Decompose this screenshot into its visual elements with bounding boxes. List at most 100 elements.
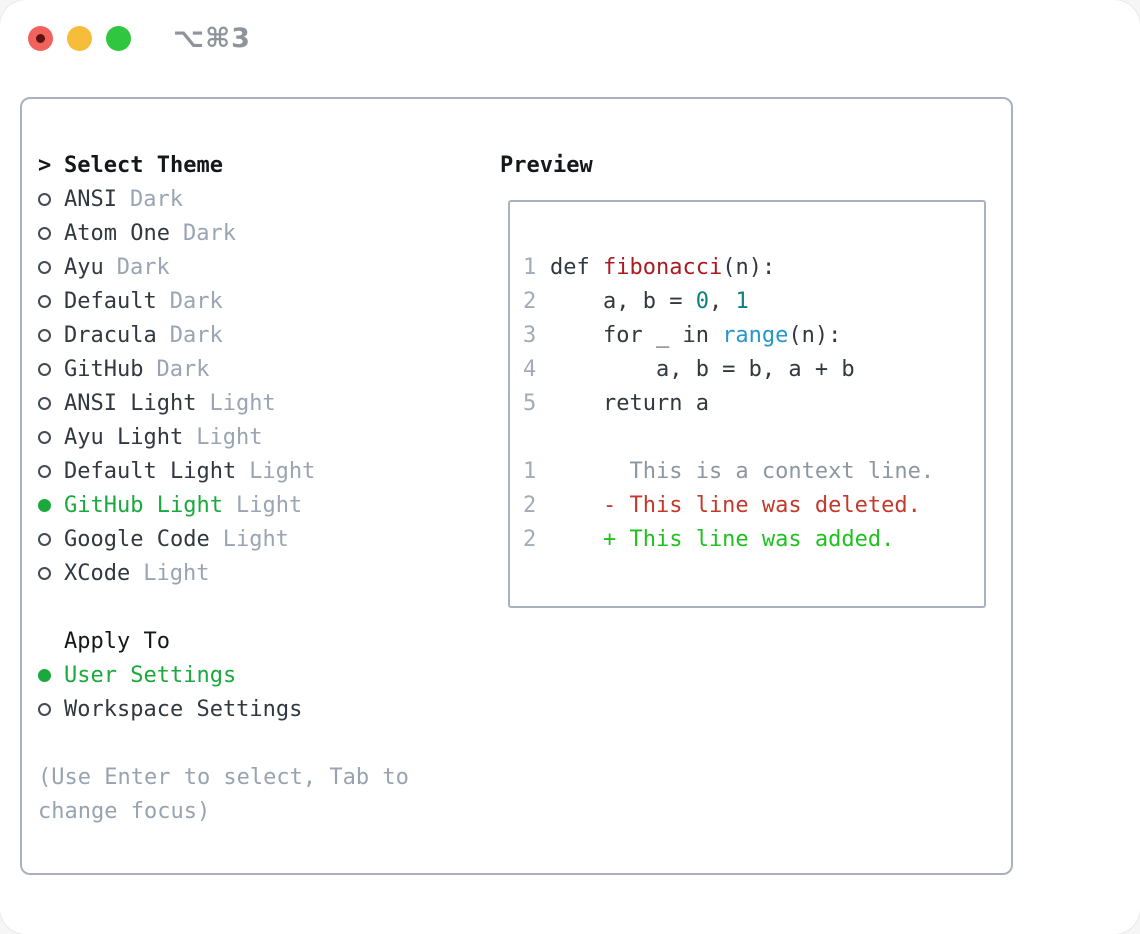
- title-bar: ⌥⌘3: [28, 22, 251, 54]
- code-line: 2 a, b = 0, 1: [523, 284, 984, 318]
- line-number: 3: [523, 322, 537, 348]
- option-radio-icon: [38, 464, 51, 478]
- option-label: User Settings: [64, 662, 237, 688]
- line-number: 2: [523, 526, 537, 552]
- option-tag: Light: [222, 526, 289, 552]
- close-window-button[interactable]: [28, 25, 53, 51]
- option-label: GitHub Light: [64, 492, 223, 518]
- option-label: Default Light: [64, 458, 237, 484]
- code-segment-function: fibonacci: [602, 254, 723, 280]
- theme-option-github-dark[interactable]: GitHub Dark: [38, 352, 478, 386]
- code-segment-code: (n):: [788, 322, 842, 348]
- code-segment-code: for _ in: [550, 322, 723, 348]
- option-radio-icon: [38, 532, 51, 546]
- line-number: 2: [523, 288, 537, 314]
- code-line: 1 This is a context line.: [523, 454, 984, 488]
- code-segment-code: def: [550, 254, 603, 280]
- code-segment-builtin: range: [722, 322, 789, 348]
- option-radio-icon: [38, 566, 51, 580]
- option-tag: Light: [249, 458, 316, 484]
- line-number: 1: [523, 458, 537, 484]
- option-tag: Light: [209, 390, 276, 416]
- theme-option-xcode-light[interactable]: XCode Light: [38, 556, 478, 590]
- preview-header: Preview: [500, 152, 593, 178]
- window-title: ⌥⌘3: [173, 22, 251, 54]
- theme-option-default-light-light[interactable]: Default Light Light: [38, 454, 478, 488]
- code-segment-code: (n):: [722, 254, 776, 280]
- option-label: Dracula: [64, 322, 157, 348]
- option-label: Ayu: [64, 254, 104, 280]
- option-tag: Dark: [169, 322, 223, 348]
- recording-dot-icon: [36, 33, 45, 43]
- zoom-window-button[interactable]: [106, 25, 131, 51]
- code-segment-number: 0: [695, 288, 709, 314]
- right-column: Preview: [500, 148, 593, 182]
- code-segment-context: This is a context line.: [550, 458, 935, 484]
- option-tag: Dark: [156, 356, 210, 382]
- apply-to-header: Apply To: [64, 628, 170, 654]
- option-tag: Light: [196, 424, 263, 450]
- option-label: Ayu Light: [64, 424, 184, 450]
- option-tag: Dark: [129, 186, 183, 212]
- option-label: Default: [64, 288, 157, 314]
- option-radio-icon: [38, 226, 51, 240]
- code-line: [523, 420, 984, 454]
- option-radio-icon: [38, 294, 51, 308]
- option-radio-icon: [38, 192, 51, 206]
- code-line: 4 a, b = b, a + b: [523, 352, 984, 386]
- theme-option-google-code-light[interactable]: Google Code Light: [38, 522, 478, 556]
- theme-option-dracula-dark[interactable]: Dracula Dark: [38, 318, 478, 352]
- code-line: 2 - This line was deleted.: [523, 488, 984, 522]
- option-tag: Light: [235, 492, 303, 518]
- code-line: 3 for _ in range(n):: [523, 318, 984, 352]
- line-number: 4: [523, 356, 537, 382]
- theme-option-atom-one-dark[interactable]: Atom One Dark: [38, 216, 478, 250]
- line-number: 5: [523, 390, 537, 416]
- minimize-window-button[interactable]: [67, 25, 92, 51]
- code-segment-deleted: - This line was deleted.: [550, 492, 921, 518]
- line-number: 2: [523, 492, 537, 518]
- option-label: ANSI Light: [64, 390, 197, 416]
- option-label: GitHub: [64, 356, 144, 382]
- code-segment-added: + This line was added.: [550, 526, 895, 552]
- option-label: XCode: [64, 560, 131, 586]
- option-label: Google Code: [64, 526, 210, 552]
- left-column: > Select Theme ANSI Dark Atom One Dark A…: [38, 148, 478, 828]
- select-theme-header: > Select Theme: [38, 148, 478, 182]
- spacer: [38, 726, 478, 760]
- option-label: ANSI: [64, 186, 117, 212]
- select-theme-header-label: Select Theme: [64, 152, 223, 178]
- theme-option-default-dark[interactable]: Default Dark: [38, 284, 478, 318]
- option-radio-icon: [38, 362, 51, 376]
- option-radio-icon: [38, 430, 51, 444]
- code-segment-code: ,: [708, 288, 736, 314]
- apply-option-user-settings[interactable]: User Settings: [38, 658, 478, 692]
- option-radio-icon: [38, 328, 51, 342]
- option-radio-icon: [38, 668, 51, 682]
- spacer: [38, 590, 478, 624]
- code-line: 1 def fibonacci(n):: [523, 250, 984, 284]
- code-segment-number: 1: [735, 288, 749, 314]
- option-label: Atom One: [64, 220, 170, 246]
- theme-option-ansi-light-light[interactable]: ANSI Light Light: [38, 386, 478, 420]
- line-number: 1: [523, 254, 537, 280]
- theme-option-ayu-dark[interactable]: Ayu Dark: [38, 250, 478, 284]
- help-text-line-1: (Use Enter to select, Tab to: [38, 764, 409, 790]
- theme-option-ansi-dark[interactable]: ANSI Dark: [38, 182, 478, 216]
- help-text-line-2: change focus): [38, 798, 211, 824]
- apply-option-workspace-settings[interactable]: Workspace Settings: [38, 692, 478, 726]
- option-tag: Light: [143, 560, 210, 586]
- theme-option-ayu-light-light[interactable]: Ayu Light Light: [38, 420, 478, 454]
- code-line: 5 return a: [523, 386, 984, 420]
- code-segment-code: a, b =: [550, 288, 696, 314]
- option-radio-icon: [38, 498, 51, 512]
- option-radio-icon: [38, 396, 51, 410]
- option-radio-icon: [38, 702, 51, 716]
- code-segment-code: a, b = b, a + b: [550, 356, 855, 382]
- theme-option-github-light-light[interactable]: GitHub Light Light: [38, 488, 478, 522]
- option-tag: Dark: [169, 288, 223, 314]
- code-segment-code: return a: [550, 390, 709, 416]
- option-tag: Dark: [116, 254, 170, 280]
